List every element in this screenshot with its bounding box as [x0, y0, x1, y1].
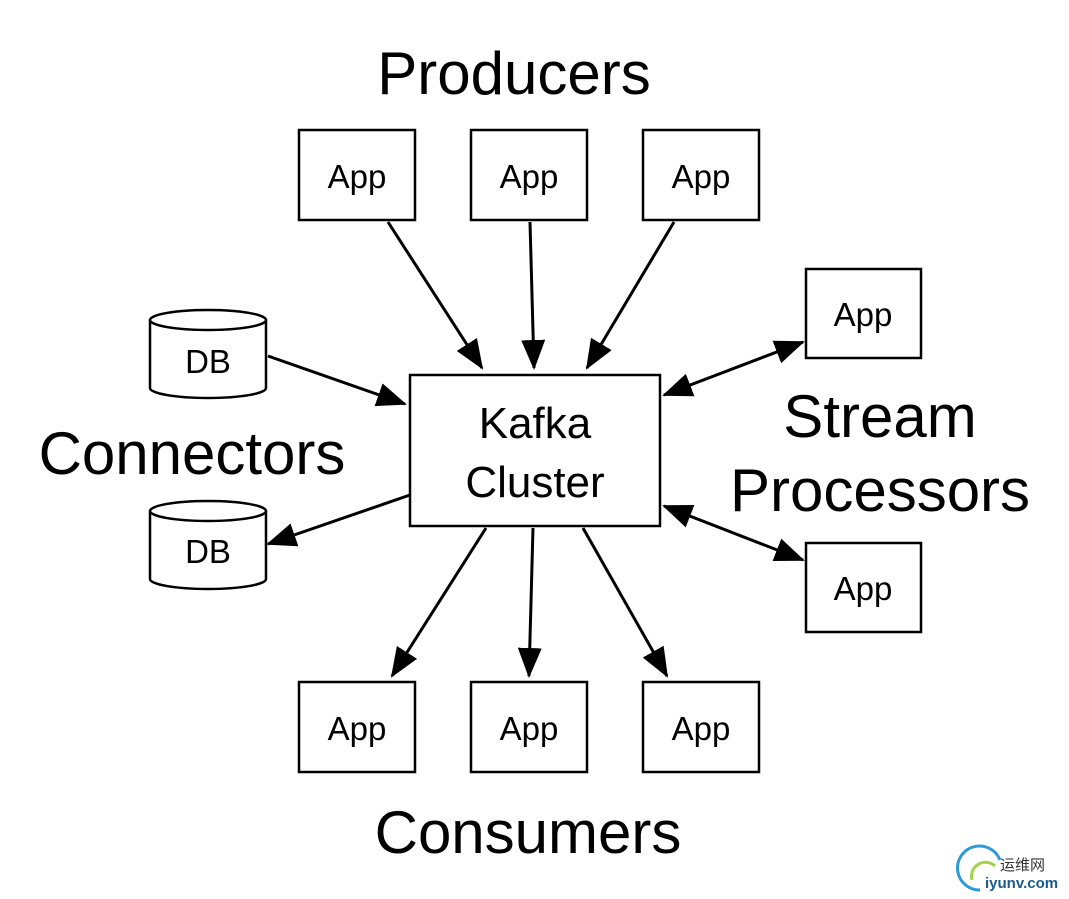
- producer-app-2: App: [469, 128, 589, 222]
- producer-app-3: App: [641, 128, 761, 222]
- watermark-swoosh-icon: [956, 844, 1002, 892]
- cluster-label-line1: Kafka: [479, 399, 592, 448]
- watermark-logo: 运维网 iyunv.com: [956, 844, 1058, 892]
- stream-processors-label-line1: Stream: [783, 383, 976, 450]
- connectors-label: Connectors: [39, 420, 346, 487]
- watermark-en-text: iyunv.com: [985, 875, 1058, 892]
- consumer-app-3: App: [641, 680, 761, 774]
- arrow-cluster-stream-app-1: [662, 340, 805, 397]
- producer-app-2-label: App: [500, 158, 559, 195]
- producer-app-3-label: App: [672, 158, 731, 195]
- producers-label: Producers: [377, 40, 650, 107]
- arrow-cluster-to-consumer-2: [517, 527, 542, 678]
- database-1-label: DB: [185, 343, 231, 380]
- watermark-cn-text: 运维网: [1000, 856, 1045, 874]
- watermark-swoosh-accent-icon: [970, 860, 997, 881]
- stream-app-1: App: [804, 267, 923, 360]
- consumer-app-2: App: [469, 680, 589, 774]
- arrow-cluster-to-db-2: [266, 493, 411, 547]
- kafka-cluster-node: Kafka Cluster: [408, 373, 662, 528]
- producer-app-1: App: [297, 128, 417, 222]
- database-2-label: DB: [185, 533, 231, 570]
- arrow-producer-1-to-cluster: [386, 221, 484, 370]
- consumers-label: Consumers: [375, 799, 682, 866]
- consumer-app-3-label: App: [672, 710, 731, 747]
- cluster-label-line2: Cluster: [465, 458, 604, 507]
- consumer-app-1: App: [297, 680, 417, 774]
- database-2: DB: [148, 499, 268, 591]
- arrow-cluster-to-consumer-1: [390, 527, 488, 678]
- stream-processors-label-line2: Processors: [730, 457, 1030, 524]
- producer-app-1-label: App: [328, 158, 387, 195]
- stream-app-2: App: [804, 541, 923, 634]
- stream-app-1-label: App: [834, 296, 893, 333]
- arrow-producer-3-to-cluster: [585, 221, 676, 370]
- arrow-db-1-to-cluster: [267, 354, 407, 407]
- consumer-app-1-label: App: [328, 710, 387, 747]
- arrow-cluster-to-consumer-3: [581, 527, 669, 678]
- arrow-cluster-stream-app-2: [662, 504, 805, 562]
- arrow-producer-2-to-cluster: [521, 221, 546, 370]
- stream-app-2-label: App: [834, 570, 893, 607]
- consumer-app-2-label: App: [500, 710, 559, 747]
- database-1: DB: [148, 308, 268, 400]
